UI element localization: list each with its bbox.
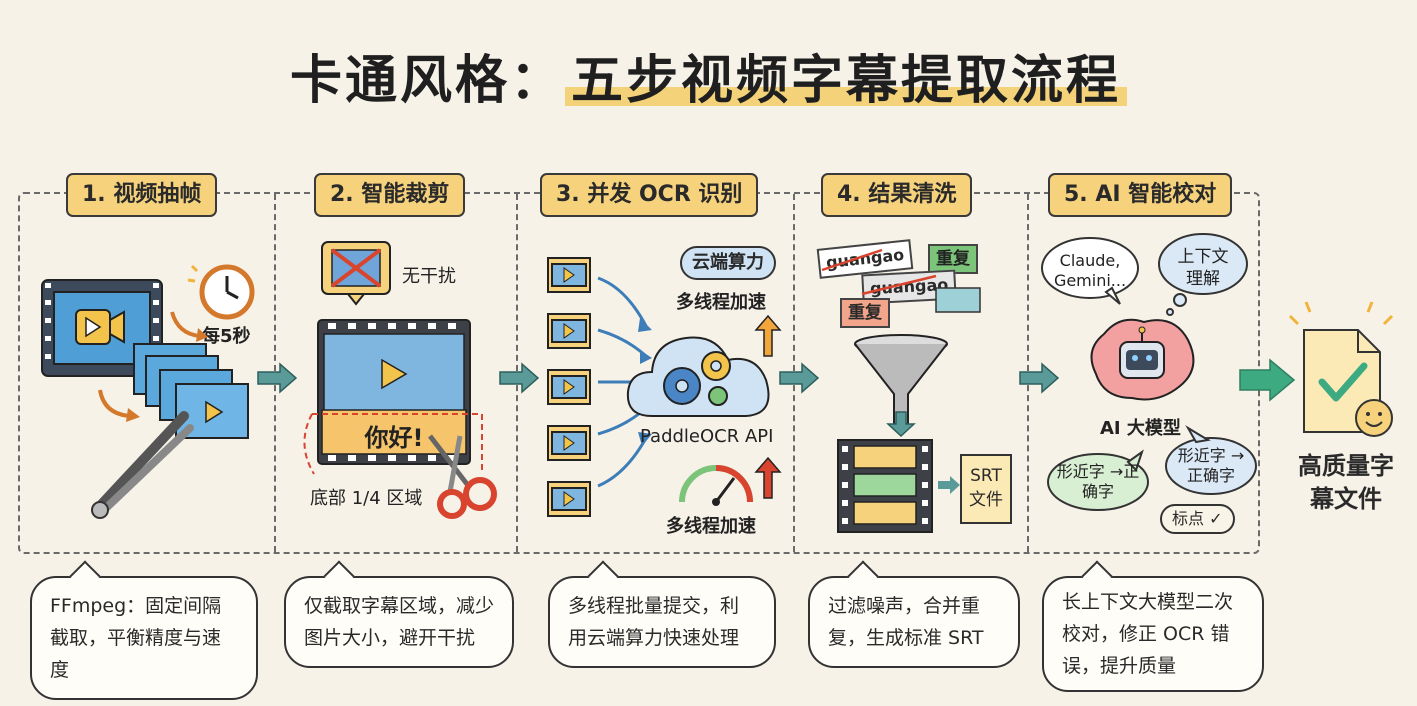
filmstrip-icon: [837, 439, 933, 533]
title-highlight: 五步视频字幕提取流程: [565, 51, 1128, 111]
region-label: 底部 1/4 区域: [310, 488, 423, 509]
title-prefix: 卡通风格：: [289, 51, 565, 111]
multithread-top-label: 多线程加速: [676, 292, 766, 313]
cloud-gears-icon: [626, 336, 770, 417]
multithread-bottom-label: 多线程加速: [666, 516, 756, 537]
similar-char-label-1: 形近字 →正确字: [1056, 462, 1140, 501]
scissors-icon: [428, 434, 497, 519]
page-title: 卡通风格：五步视频字幕提取流程: [0, 38, 1417, 113]
ai-model-label: AI 大模型: [1100, 418, 1181, 439]
no-interference-icon: [321, 241, 391, 306]
speech-bubble-shape: [1165, 425, 1257, 495]
step-1-label: 1. 视频抽帧: [66, 173, 218, 217]
step-3-label: 3. 并发 OCR 识别: [540, 173, 759, 217]
step-arrow-icon: [779, 362, 820, 394]
curved-arrow-icon: [98, 389, 140, 422]
punct-badge: 标点 ✓: [1160, 504, 1235, 534]
srt-file-icon: SRT 文件: [960, 454, 1012, 524]
curved-arrow-icon: [170, 311, 208, 342]
crop-outline: [303, 413, 483, 475]
no-interference-label: 无干扰: [402, 266, 456, 287]
small-arrow-icon: [938, 476, 960, 494]
down-arrow-icon: [886, 411, 916, 438]
step-4-desc: 过滤噪声，合并重复，生成标准 SRT: [808, 576, 1020, 668]
tweezers-icon: [91, 411, 194, 519]
big-arrow-icon: [1239, 358, 1296, 402]
step-2-desc: 仅截取字幕区域，减少图片大小，避开干扰: [284, 576, 514, 668]
ai-brain-icon: [1090, 318, 1195, 401]
funnel-icon: [854, 334, 948, 425]
step-arrow-icon: [257, 362, 298, 394]
clock-icon: [187, 264, 255, 320]
models-label: Claude, Gemini...: [1053, 251, 1127, 290]
api-label: PaddleOCR API: [640, 426, 774, 447]
strike-lines: [821, 248, 981, 313]
similar-char-label-2: 形近字 →正确字: [1177, 446, 1245, 485]
step-5-label: 5. AI 智能校对: [1048, 173, 1233, 217]
subtitle-text: 你好!: [364, 424, 424, 452]
up-arrow-icon: [754, 456, 782, 499]
context-label: 上下文理解: [1177, 247, 1229, 289]
step-arrow-icon: [499, 362, 540, 394]
speed-gauge-icon: [679, 465, 753, 506]
frame-list-icon: [547, 257, 591, 517]
step-3-desc: 多线程批量提交，利用云端算力快速处理: [548, 576, 776, 668]
step-1-desc: FFmpeg：固定间隔截取，平衡精度与速度: [30, 576, 258, 700]
thought-bubble-shape: [1158, 233, 1248, 316]
step-arrow-icon: [1019, 362, 1060, 394]
speech-bubble-shape: [1041, 237, 1139, 305]
step-2-label: 2. 智能裁剪: [314, 173, 466, 217]
speech-bubble-shape: [1047, 449, 1149, 511]
interval-label: 每5秒: [202, 326, 251, 347]
output-label: 高质量字幕文件: [1298, 452, 1394, 513]
up-arrow-icon: [754, 314, 782, 357]
step-5-desc: 长上下文大模型二次校对，修正 OCR 错误，提升质量: [1042, 576, 1264, 692]
output-file-icon: [1288, 301, 1394, 437]
duplicate-tag-2: 重复: [840, 298, 890, 328]
frame-stack-icon: [133, 343, 249, 439]
step-4-label: 4. 结果清洗: [821, 173, 973, 217]
video-frame-icon: [317, 319, 471, 465]
cloud-compute-badge: 云端算力: [680, 246, 776, 280]
